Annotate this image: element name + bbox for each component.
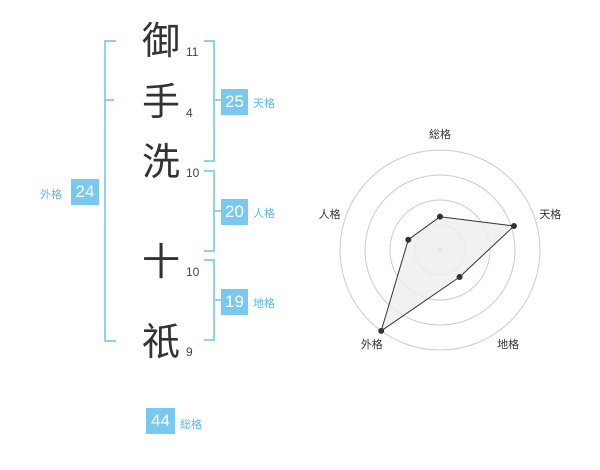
radar-polygon xyxy=(380,216,516,333)
tenkaku-bracket xyxy=(204,40,215,162)
jinkaku-bracket-tick xyxy=(213,210,221,212)
gaikaku-bracket xyxy=(104,40,116,342)
radar-ring-2 xyxy=(389,199,491,301)
jinkaku-label: 人格 xyxy=(253,207,275,220)
stroke-count-5: 9 xyxy=(186,345,193,359)
soukaku-label: 総格 xyxy=(180,418,202,431)
chikaku-bracket-tick xyxy=(213,299,221,301)
radar-axis-label-4: 人格 xyxy=(319,207,341,221)
chikaku-badge: 19 xyxy=(221,289,248,315)
stroke-count-3: 10 xyxy=(186,166,200,180)
stroke-count-4: 10 xyxy=(186,265,200,279)
tenkaku-bracket-tick xyxy=(213,99,221,101)
tenkaku-label: 天格 xyxy=(253,97,275,110)
radar-point-1 xyxy=(510,222,517,229)
stroke-count-2: 4 xyxy=(186,106,193,120)
kanji-5: 祇 xyxy=(141,320,180,364)
radar-axis-label-3: 外格 xyxy=(361,337,383,351)
radar-axis-label-1: 天格 xyxy=(539,207,561,221)
radar-point-4 xyxy=(405,236,412,243)
soukaku-badge: 44 xyxy=(146,408,175,434)
radar-ring-3 xyxy=(364,174,516,326)
jinkaku-badge: 20 xyxy=(221,199,248,225)
kanji-4: 十 xyxy=(141,240,180,284)
kanji-3: 洗 xyxy=(141,140,180,184)
gaikaku-bracket-tick xyxy=(104,99,114,101)
tenkaku-badge: 25 xyxy=(221,89,248,115)
radar-point-3 xyxy=(378,327,385,334)
radar-ring-4 xyxy=(339,149,541,351)
radar-point-2 xyxy=(456,273,463,280)
gaikaku-badge: 24 xyxy=(71,179,99,205)
kanji-2: 手 xyxy=(141,80,180,124)
radar-point-0 xyxy=(437,213,443,220)
radar-axis-label-2: 地格 xyxy=(497,337,519,351)
chikaku-label: 地格 xyxy=(253,297,275,310)
kanji-1: 御 xyxy=(141,19,180,63)
stroke-count-1: 11 xyxy=(186,45,199,59)
radar-axis-label-0: 総格 xyxy=(429,127,451,141)
gaikaku-label: 外格 xyxy=(40,188,62,201)
